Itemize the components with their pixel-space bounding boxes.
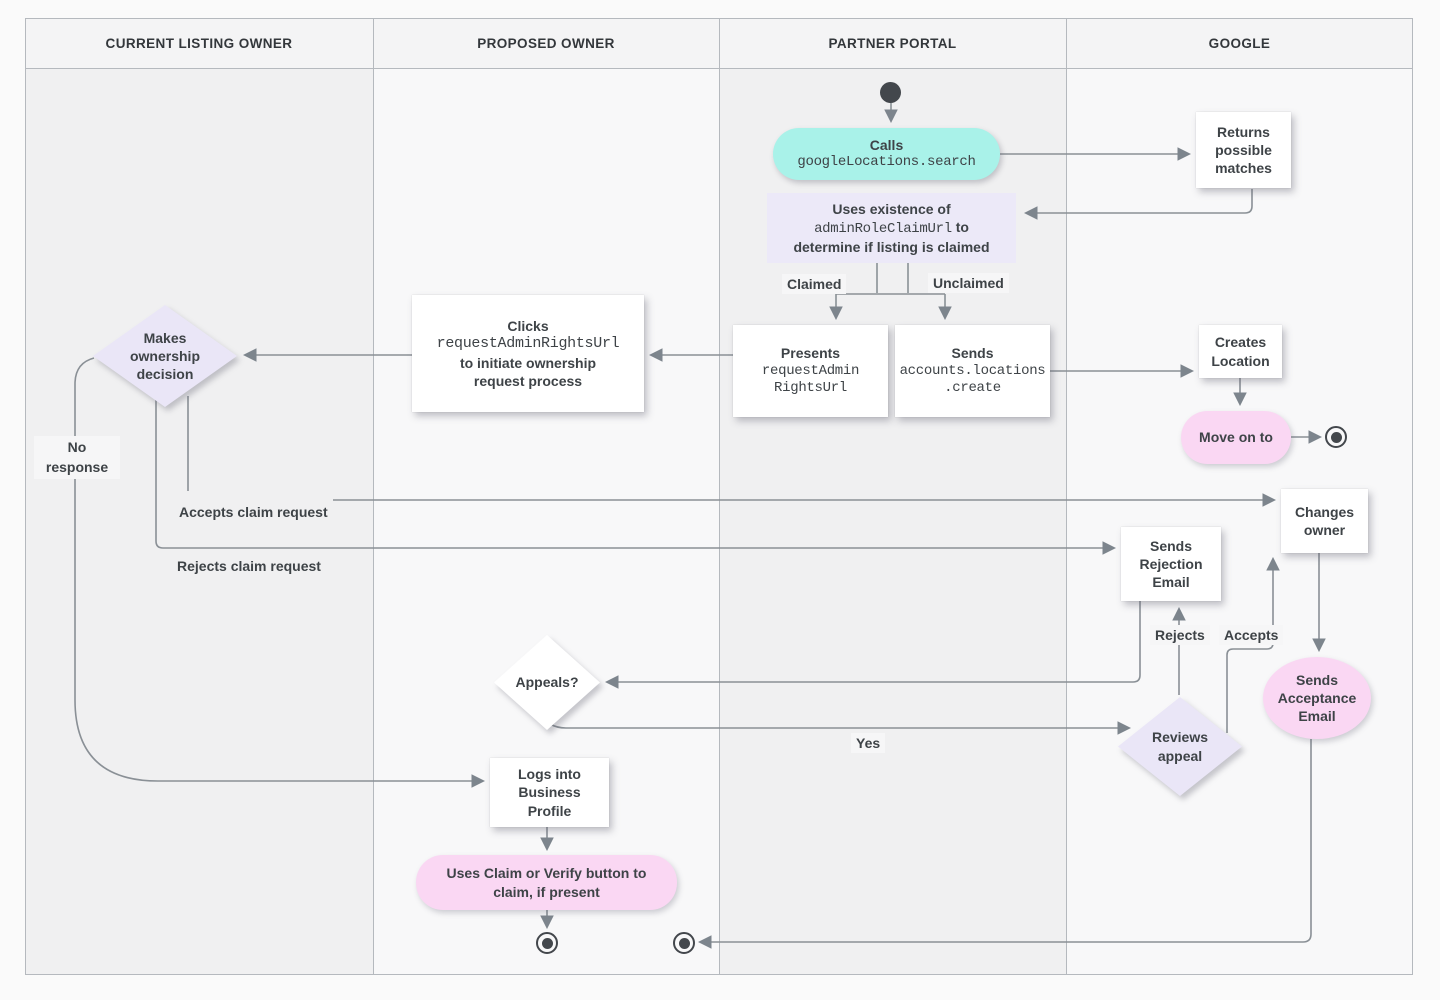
- edge-label-accepts-claim-request: Accepts claim request: [174, 491, 333, 522]
- node-code: requestAdmin: [761, 362, 860, 379]
- sends-rejection-email-node: Sends Rejection Email: [1121, 527, 1221, 601]
- end-node-acceptance: [673, 932, 695, 954]
- sends-accounts-locations-create-node: Sends accounts.locations .create: [895, 325, 1050, 417]
- sends-acceptance-email-node: Sends Acceptance Email: [1263, 657, 1371, 739]
- node-line: to initiate ownership: [459, 354, 597, 371]
- lane-header-google: GOOGLE: [1066, 18, 1413, 68]
- changes-owner-node: Changes owner: [1281, 489, 1368, 553]
- makes-ownership-decision-node: Makes ownership decision: [93, 305, 237, 407]
- lane-header-partner-portal: PARTNER PORTAL: [719, 18, 1066, 68]
- reviews-appeal-node: Reviews appeal: [1118, 697, 1242, 796]
- end-node-proposed-owner: [536, 932, 558, 954]
- edge-label-unclaimed: Unclaimed: [928, 273, 1009, 293]
- node-title: Sends: [951, 345, 994, 362]
- node-label: Creates Location: [1211, 334, 1270, 369]
- edge-label-yes: Yes: [851, 733, 886, 753]
- node-code: RightsUrl: [774, 380, 847, 397]
- calls-google-locations-search-node: Calls googleLocations.search: [773, 128, 1000, 180]
- node-code: googleLocations.search: [797, 154, 976, 171]
- lane-divider-2: [719, 18, 720, 975]
- node-code: accounts.locations: [899, 362, 1046, 379]
- node-label: Returns possible matches: [1215, 123, 1272, 177]
- edge-label-no-response: No response: [34, 436, 120, 480]
- node-title: Calls: [869, 137, 904, 154]
- edge-label-claimed: Claimed: [782, 274, 847, 294]
- returns-possible-matches-node: Returns possible matches: [1196, 112, 1291, 188]
- lane-header-current-listing-owner: CURRENT LISTING OWNER: [25, 18, 373, 68]
- start-node: [880, 82, 901, 103]
- uses-existence-node: Uses existence of adminRoleClaimUrl to d…: [767, 193, 1016, 263]
- lane-header-label: CURRENT LISTING OWNER: [105, 35, 293, 51]
- node-label: Sends Rejection Email: [1139, 537, 1203, 591]
- node-code: requestAdminRightsUrl: [436, 335, 620, 353]
- appeals-decision-node: Appeals?: [494, 635, 600, 730]
- node-code: .create: [944, 380, 1001, 397]
- node-label: Appeals?: [515, 674, 579, 691]
- node-label: Reviews appeal: [1151, 729, 1209, 764]
- creates-location-node: Creates Location: [1199, 325, 1282, 378]
- edge-label-rejects: Rejects: [1150, 625, 1210, 645]
- node-label: Sends Acceptance Email: [1277, 671, 1357, 725]
- lane-divider-1: [373, 18, 374, 975]
- lane-header-label: GOOGLE: [1208, 35, 1271, 51]
- end-node-google: [1325, 426, 1347, 448]
- lane-header-label: PROPOSED OWNER: [477, 35, 615, 51]
- edge-label-rejects-claim-request: Rejects claim request: [172, 556, 326, 576]
- node-label: Uses Claim or Verify button to claim, if…: [446, 865, 647, 900]
- node-code: adminRoleClaimUrl: [814, 220, 952, 237]
- clicks-request-admin-rights-url-node: Clicks requestAdminRightsUrl to initiate…: [412, 295, 644, 412]
- presents-request-admin-rights-url-node: Presents requestAdmin RightsUrl: [733, 325, 888, 417]
- node-title: Clicks: [507, 317, 549, 334]
- node-line: Uses existence of: [832, 200, 951, 217]
- edge-label-accepts: Accepts: [1219, 625, 1284, 645]
- node-label: Logs into Business Profile: [518, 766, 581, 819]
- node-line: adminRoleClaimUrl to: [814, 218, 969, 239]
- move-on-to-node: Move on to: [1181, 411, 1291, 464]
- node-line: request process: [473, 372, 583, 389]
- uses-claim-or-verify-node: Uses Claim or Verify button to claim, if…: [416, 855, 677, 910]
- node-label: Makes ownership decision: [129, 329, 200, 383]
- lane-header-proposed-owner: PROPOSED OWNER: [373, 18, 719, 68]
- node-text: to: [951, 218, 969, 235]
- node-title: Presents: [780, 345, 841, 362]
- logs-into-business-profile-node: Logs into Business Profile: [490, 758, 609, 827]
- node-line: determine if listing is claimed: [793, 239, 990, 256]
- lane-header-label: PARTNER PORTAL: [828, 35, 957, 51]
- node-label: Move on to: [1199, 429, 1273, 446]
- node-label: Changes owner: [1294, 503, 1355, 538]
- lane-divider-3: [1066, 18, 1067, 975]
